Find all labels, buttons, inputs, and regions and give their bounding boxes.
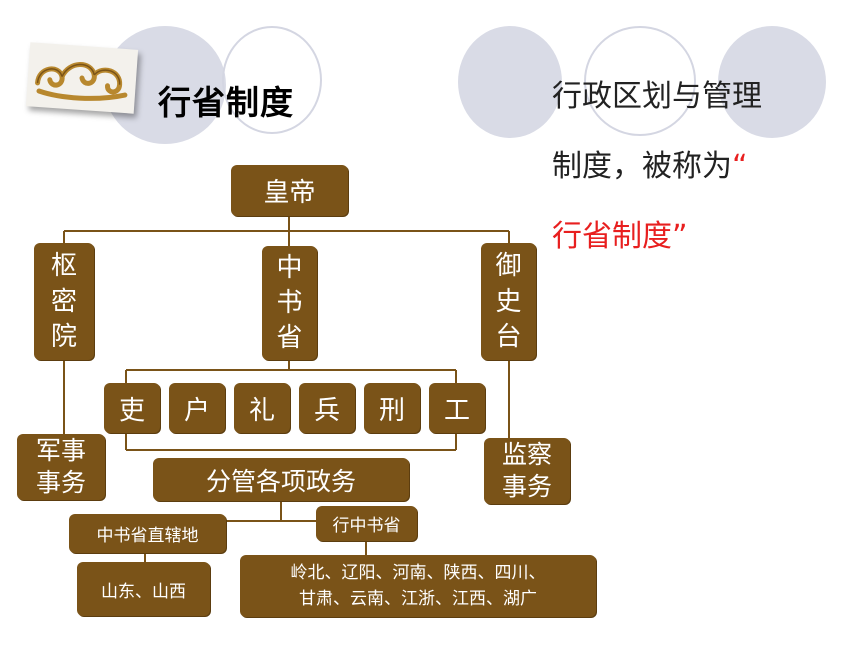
military-affairs-box: 军事 事务 [17, 434, 105, 500]
box-char: 御 [495, 250, 522, 281]
box-line: 甘肃、云南、江浙、江西、湖广 [299, 589, 537, 609]
branch-provinces-box: 岭北、辽阳、河南、陕西、四川、 甘肃、云南、江浙、江西、湖广 [240, 555, 596, 617]
decor-circle [222, 26, 322, 134]
decor-circle [458, 26, 562, 138]
direct-provinces-box: 山东、山西 [77, 562, 210, 616]
box-char: 枢 [50, 250, 77, 281]
box-line: 监察 [501, 440, 552, 469]
description-quote: “ [732, 149, 748, 184]
box-char: 中 [276, 253, 303, 283]
ministry-box: 户 [169, 383, 225, 433]
yushitai-box: 御 史 台 [481, 243, 536, 360]
slide-title: 行省制度 [158, 83, 294, 122]
ministry-box: 吏 [104, 383, 160, 433]
supervision-affairs-box: 监察 事务 [484, 438, 570, 504]
box-char: 书 [276, 288, 303, 318]
direct-area-box: 中书省直辖地 [69, 514, 226, 553]
zhongshusheng-box: 中 书 省 [262, 246, 317, 360]
ministry-box: 工 [429, 383, 485, 433]
box-char: 省 [276, 323, 303, 353]
ministry-box: 礼 [234, 383, 290, 433]
box-char: 密 [50, 286, 77, 317]
box-line: 岭北、辽阳、河南、陕西、四川、 [290, 563, 546, 583]
decor-circle [718, 26, 826, 138]
emperor-box: 皇帝 [231, 165, 348, 216]
description-text: 制度，被称为 [552, 149, 732, 184]
decor-circle [584, 26, 696, 136]
box-line: 事务 [501, 472, 552, 501]
ministry-box: 刑 [364, 383, 420, 433]
box-char: 台 [495, 322, 522, 353]
branch-secretariat-box: 行中书省 [316, 506, 417, 541]
shumiyuan-box: 枢 密 院 [34, 243, 94, 360]
box-char: 院 [50, 322, 77, 353]
cloud-pattern-icon [25, 42, 139, 114]
description-highlight: 行省制度” [552, 219, 688, 254]
box-line: 事务 [35, 468, 86, 497]
affairs-box: 分管各项政务 [153, 458, 409, 501]
slide-description: 行政区划与管理 制度，被称为“ 行省制度” [552, 62, 842, 272]
ministry-box: 兵 [299, 383, 355, 433]
description-line: 制度，被称为“ [552, 132, 842, 202]
box-char: 史 [495, 286, 522, 317]
description-line: 行政区划与管理 [552, 79, 762, 114]
box-line: 军事 [35, 436, 86, 465]
